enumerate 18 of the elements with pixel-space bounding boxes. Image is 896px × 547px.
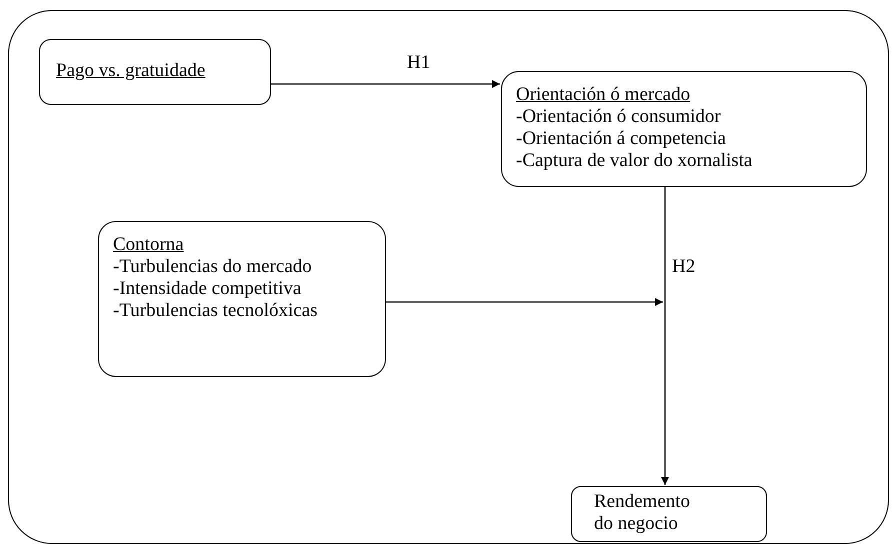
box-heading: Orientación ó mercado: [516, 84, 692, 106]
list-item: -Captura de valor do xornalista: [516, 150, 754, 172]
arrow: [385, 298, 663, 306]
box-heading: Rendemento do negocio: [594, 491, 692, 535]
box-heading: Pago vs. gratuidade: [56, 60, 206, 82]
list-item: -Turbulencias tecnolóxicas: [113, 300, 319, 322]
arrow: [270, 80, 500, 88]
box-heading: Contorna: [113, 234, 185, 256]
rounded-box: [501, 71, 867, 187]
list-item: -Intensidade competitiva: [113, 278, 302, 300]
list-item: -Turbulencias do mercado: [113, 256, 313, 278]
rounded-box: [98, 221, 386, 377]
frame-box: [8, 10, 889, 544]
list-item: -Orientación á competencia: [516, 128, 727, 150]
rounded-box: [571, 486, 767, 542]
arrow: [661, 186, 669, 485]
rounded-box: [39, 39, 271, 105]
list-item: -Orientación ó consumidor: [516, 106, 722, 128]
